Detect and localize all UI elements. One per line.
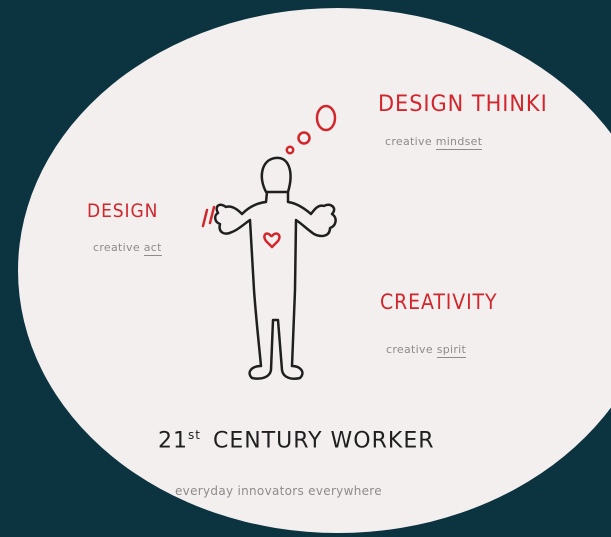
worker-title: 21st CENTURY WORKER [158, 428, 435, 453]
motion-mark-2 [208, 205, 216, 225]
thought-bubble-small [285, 145, 295, 155]
design-thinking-subtitle: creative mindset [385, 135, 483, 150]
thought-bubble-medium [297, 131, 311, 145]
figure-body [214, 190, 337, 380]
motion-mark-1 [201, 208, 209, 228]
worker-number-suffix: st [188, 428, 201, 442]
worker-title-text: CENTURY WORKER [212, 428, 435, 454]
design-subtitle-prefix: creative [93, 241, 144, 254]
creativity-subtitle-key: spirit [436, 343, 467, 358]
design-thinking-title: DESIGN THINKI [378, 92, 548, 117]
design-subtitle: creative act [93, 241, 162, 256]
creativity-title: CREATIVITY [380, 290, 498, 314]
design-thinking-subtitle-prefix: creative [385, 135, 436, 148]
creativity-subtitle: creative spirit [386, 343, 467, 358]
design-title: DESIGN [87, 200, 159, 222]
creativity-subtitle-prefix: creative [386, 343, 437, 356]
figure-head [260, 156, 292, 194]
whiteboard-oval [18, 8, 611, 533]
thought-bubble-large [315, 104, 337, 132]
heart-icon [263, 232, 281, 249]
worker-number: 21 [158, 428, 188, 454]
design-subtitle-key: act [143, 241, 162, 256]
worker-tagline: everyday innovators everywhere [175, 484, 382, 498]
design-thinking-subtitle-key: mindset [435, 135, 483, 150]
